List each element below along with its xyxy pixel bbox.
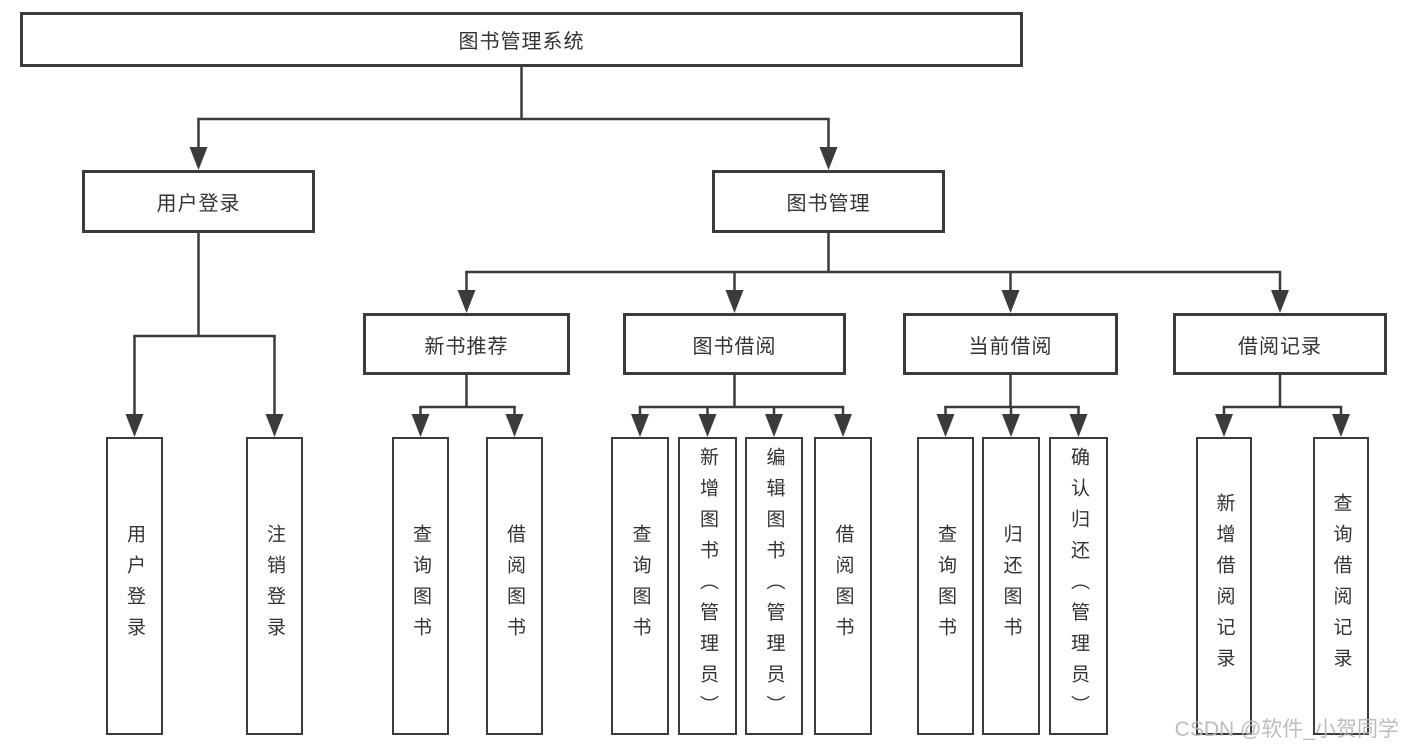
leaf-logout-label: 注销登录 xyxy=(264,524,285,648)
leaf-borrow-query-books-label: 查询图书 xyxy=(629,524,651,648)
leaf-current-confirm-return-admin-label: 确认归还（管理员） xyxy=(1068,446,1089,726)
root-label: 图书管理系统 xyxy=(458,31,585,53)
leaf-user-login: 用户登录 xyxy=(106,437,163,735)
node-user-login: 用户登录 xyxy=(82,170,315,233)
current-borrow-label: 当前借阅 xyxy=(968,335,1053,358)
leaf-borrow-add-books-admin-label: 新增图书（管理员） xyxy=(697,446,718,726)
node-new-book-recommend: 新书推荐 xyxy=(363,313,570,375)
leaf-newbook-query-books-label: 查询图书 xyxy=(410,524,431,648)
leaf-records-add-record-label: 新增借阅记录 xyxy=(1213,493,1235,679)
leaf-current-query-books-label: 查询图书 xyxy=(935,524,956,648)
leaf-records-query-record: 查询借阅记录 xyxy=(1313,437,1369,735)
leaf-borrow-edit-books-admin-label: 编辑图书（管理员） xyxy=(763,446,785,726)
node-book-management: 图书管理 xyxy=(712,170,945,233)
leaf-borrow-edit-books-admin: 编辑图书（管理员） xyxy=(745,437,803,735)
leaf-logout: 注销登录 xyxy=(246,437,303,735)
node-book-borrow: 图书借阅 xyxy=(623,313,846,375)
borrow-records-label: 借阅记录 xyxy=(1238,335,1322,358)
leaf-borrow-borrow-books: 借阅图书 xyxy=(814,437,872,735)
leaf-current-return-books-label: 归还图书 xyxy=(1000,524,1022,648)
node-current-borrow: 当前借阅 xyxy=(903,313,1118,375)
node-borrow-records: 借阅记录 xyxy=(1173,313,1387,375)
node-root: 图书管理系统 xyxy=(20,12,1023,67)
leaf-user-login-label: 用户登录 xyxy=(124,524,145,648)
csdn-watermark: CSDN @软件_小贺同学 xyxy=(1174,718,1399,741)
book-borrow-label: 图书借阅 xyxy=(692,335,777,358)
leaf-borrow-add-books-admin: 新增图书（管理员） xyxy=(678,437,737,735)
leaf-newbook-query-books: 查询图书 xyxy=(392,437,449,735)
leaf-current-query-books: 查询图书 xyxy=(917,437,974,735)
leaf-records-query-record-label: 查询借阅记录 xyxy=(1330,493,1352,679)
user-login-label: 用户登录 xyxy=(156,193,241,215)
leaf-borrow-borrow-books-label: 借阅图书 xyxy=(832,524,854,648)
leaf-newbook-borrow-books: 借阅图书 xyxy=(486,437,543,735)
leaf-borrow-query-books: 查询图书 xyxy=(611,437,669,735)
leaf-records-add-record: 新增借阅记录 xyxy=(1196,437,1252,735)
book-management-label: 图书管理 xyxy=(786,193,871,215)
leaf-current-confirm-return-admin: 确认归还（管理员） xyxy=(1049,437,1108,735)
new-book-recommend-label: 新书推荐 xyxy=(424,335,509,358)
leaf-newbook-borrow-books-label: 借阅图书 xyxy=(504,524,525,648)
leaf-current-return-books: 归还图书 xyxy=(982,437,1040,735)
